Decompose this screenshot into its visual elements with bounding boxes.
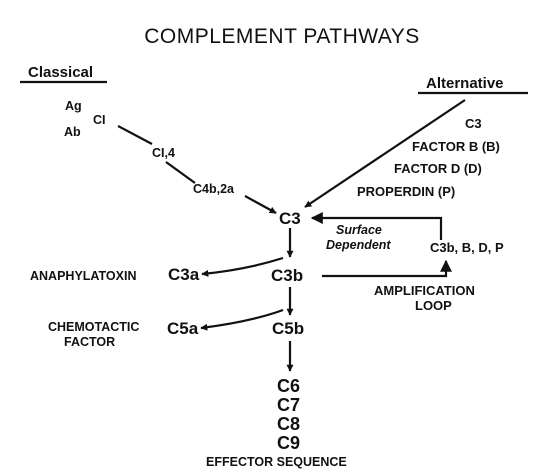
surface-label-line1: Surface: [336, 223, 382, 237]
alternative-header: Alternative: [426, 75, 504, 92]
arrow-c5-to-c5a: [200, 308, 284, 331]
factor-b-label: FACTOR B (B): [412, 139, 500, 154]
c1-label: CI: [93, 113, 106, 127]
connector-c14-c4b2a: [165, 161, 196, 184]
arrow-c4b2a-to-c3: [244, 195, 277, 214]
arrow-alternative-to-c3: [304, 99, 466, 208]
arrow-loop-to-c3: [310, 212, 443, 240]
c7-node: C7: [277, 395, 300, 415]
connector-c1-c14: [117, 125, 153, 145]
classical-header: Classical: [28, 64, 93, 81]
arrow-c3b-to-loop: [322, 259, 452, 278]
arrow-c3-to-c3a: [201, 256, 284, 277]
antigen-label: Ag: [65, 99, 82, 113]
amplification-label-line1: AMPLIFICATION: [374, 283, 475, 298]
properdin-label: PROPERDIN (P): [357, 184, 455, 199]
alternative-c3-label: C3: [465, 116, 482, 131]
diagram-title: COMPLEMENT PATHWAYS: [144, 25, 420, 48]
amplification-label-line2: LOOP: [415, 298, 452, 313]
surface-label-line2: Dependent: [326, 238, 391, 252]
c8-node: C8: [277, 414, 300, 434]
c14-label: CI,4: [152, 146, 175, 160]
c6-node: C6: [277, 376, 300, 396]
c5b-node: C5b: [272, 319, 304, 338]
c3-node: C3: [279, 209, 301, 228]
chemotactic-label-line2: FACTOR: [64, 335, 115, 349]
effector-sequence-label: EFFECTOR SEQUENCE: [206, 455, 347, 469]
c3b-node: C3b: [271, 266, 303, 285]
chemotactic-label-line1: CHEMOTACTIC: [48, 320, 139, 334]
anaphylatoxin-label: ANAPHYLATOXIN: [30, 269, 137, 283]
antibody-label: Ab: [64, 125, 81, 139]
c4b2a-label: C4b,2a: [193, 182, 235, 196]
c3a-node: C3a: [168, 265, 200, 284]
c5a-node: C5a: [167, 319, 199, 338]
c9-node: C9: [277, 433, 300, 453]
factor-d-label: FACTOR D (D): [394, 161, 482, 176]
c3b-bdp-label: C3b, B, D, P: [430, 240, 504, 255]
